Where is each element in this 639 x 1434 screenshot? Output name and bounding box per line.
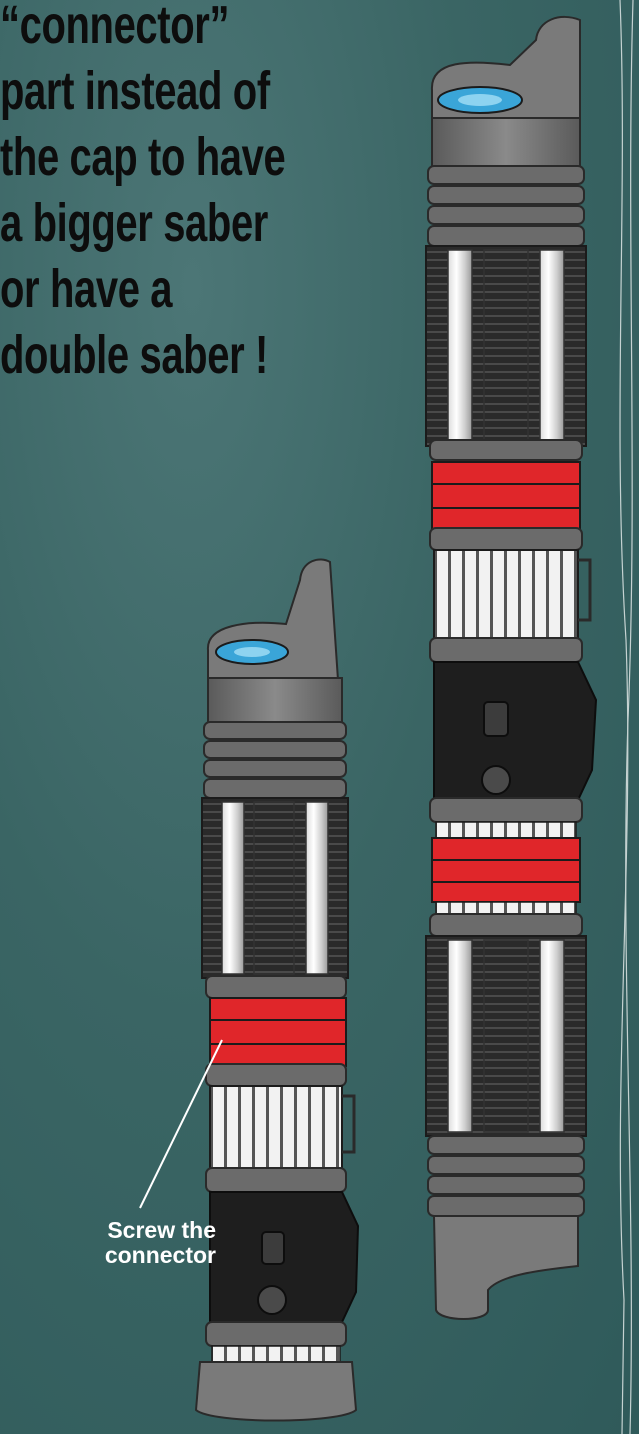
callout-line: Screw the <box>96 1218 216 1243</box>
callout-line: connector <box>96 1243 216 1268</box>
lightsaber-hilt-double <box>426 17 596 1319</box>
edge-decoration <box>620 0 633 1434</box>
callout-label: Screw the connector <box>96 1218 216 1268</box>
lightsaber-hilt-single <box>196 559 358 1420</box>
